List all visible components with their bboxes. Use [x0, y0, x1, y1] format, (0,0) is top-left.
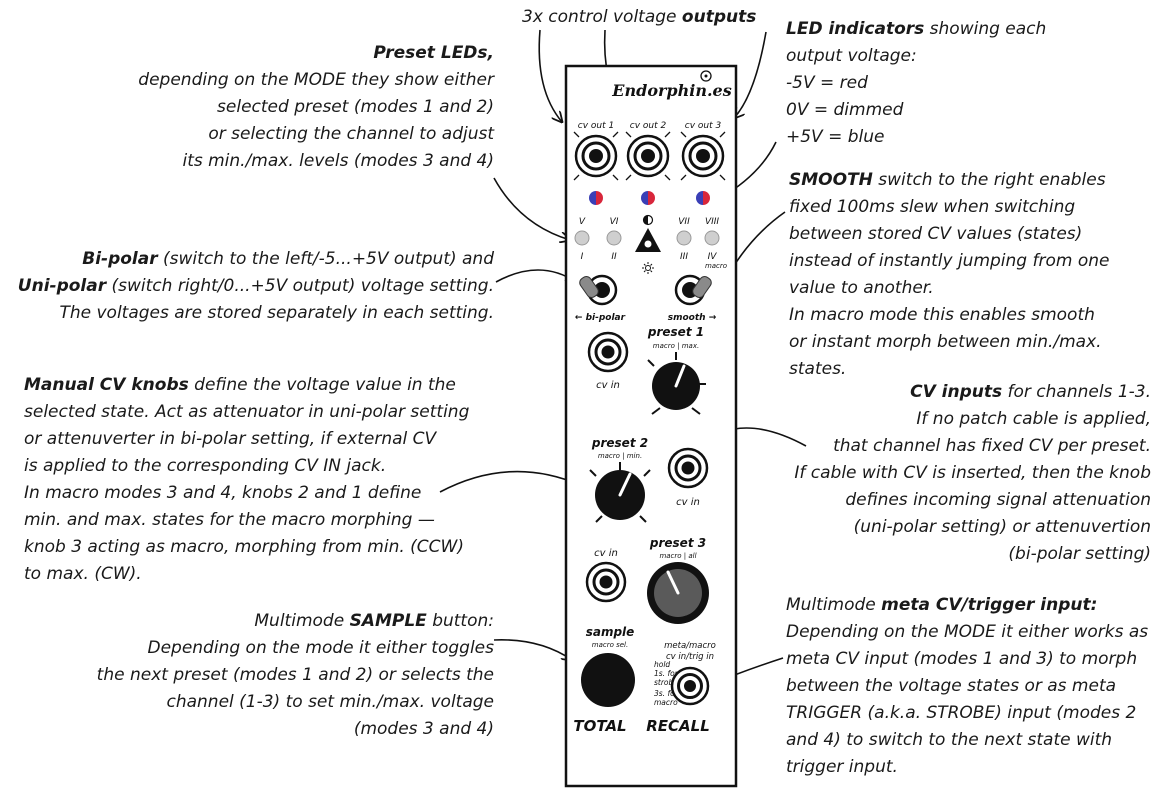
cv-in-3-label: cv in [594, 548, 618, 559]
arrow-to-cv-out-1 [538, 29, 562, 122]
meta-input-label-2: cv in/trig in [666, 652, 714, 662]
cv-out-2-led-indicator [641, 191, 655, 205]
recall-label: RECALL [646, 717, 710, 735]
preset-led-3 [676, 230, 692, 246]
preset-led-1 [574, 230, 590, 246]
cv-in-1-jack[interactable] [587, 331, 629, 373]
sun-icon [642, 262, 654, 274]
macro-small-label: macro [705, 262, 727, 270]
cv-out-1-jack[interactable] [574, 134, 618, 178]
preset-led-2 [606, 230, 622, 246]
sample-sublabel: macro sel. [592, 641, 628, 649]
led-indicators-annotation: LED indicators showing each output volta… [786, 19, 1047, 147]
preset-led-ii-label: II [611, 252, 617, 262]
cv-in-2-jack[interactable] [667, 447, 709, 489]
brand-emblem-icon [700, 70, 712, 82]
cv-inputs-annotation: CV inputs for channels 1-3. If no patch … [794, 382, 1151, 564]
preset-3-knob[interactable] [647, 562, 709, 624]
jack-tick-marks [573, 131, 726, 181]
svg-text:1s. for: 1s. for [654, 669, 679, 678]
half-moon-icon [642, 214, 654, 226]
preset-led-vi-label: VI [610, 217, 619, 227]
preset-led-iv-label: IV [708, 252, 718, 262]
mode-triangle-icon [635, 228, 661, 252]
preset-1-sublabel: macro | max. [653, 342, 699, 350]
arrow-to-preset-leds [493, 177, 570, 240]
cv-out-1-led-indicator [589, 191, 603, 205]
preset-led-viii-label: VIII [705, 217, 719, 227]
outputs-annotation: 3x control voltage outputs [522, 7, 757, 27]
cv-knobs-annotation: Manual CV knobs define the voltage value… [24, 375, 470, 584]
cv-in-3-jack[interactable] [585, 561, 627, 603]
cv-out-3-label: cv out 3 [685, 121, 722, 131]
bipolar-annotation: Bi-polar (switch to the left/-5...+5V ou… [17, 249, 494, 323]
sample-button[interactable] [581, 653, 635, 707]
svg-text:strobe: strobe [654, 678, 678, 687]
arrow-to-knob-2 [439, 470, 580, 493]
preset-2-sublabel: macro | min. [598, 452, 642, 460]
svg-text:hold: hold [654, 660, 670, 669]
cv-out-2-jack[interactable] [626, 134, 670, 178]
meta-input-annotation: Multimode meta CV/trigger input: Dependi… [786, 595, 1149, 777]
preset-3-sublabel: macro | all [659, 552, 696, 560]
hold-instructions: hold 1s. for strobe 3s. for macro [654, 660, 679, 707]
sample-title: sample [586, 625, 635, 639]
preset-led-i-label: I [581, 252, 584, 262]
preset-3-title: preset 3 [649, 536, 706, 550]
preset-led-vii-label: VII [678, 217, 690, 227]
preset-1-title: preset 1 [647, 325, 704, 339]
preset-1-knob[interactable] [647, 352, 706, 415]
arrow-to-cv-out-3 [734, 31, 767, 118]
svg-text:macro: macro [654, 698, 678, 707]
cv-out-2-label: cv out 2 [630, 121, 667, 131]
preset-leds-annotation: Preset LEDs, depending on the MODE they … [138, 43, 494, 171]
smooth-label: smooth → [668, 313, 717, 323]
preset-led-v-label: V [579, 217, 586, 227]
cv-out-1-label: cv out 1 [578, 121, 614, 131]
meta-cv-trigger-jack[interactable] [670, 666, 710, 706]
total-label: TOTAL [573, 717, 626, 735]
cv-out-3-jack[interactable] [681, 134, 725, 178]
meta-input-label-1: meta/macro [664, 641, 716, 651]
smooth-annotation: SMOOTH switch to the right enables fixed… [789, 170, 1110, 379]
svg-text:3s. for: 3s. for [654, 689, 679, 698]
preset-2-knob[interactable] [589, 462, 651, 523]
bipolar-label: ← bi-polar [575, 313, 626, 323]
cv-out-3-led-indicator [696, 191, 710, 205]
cv-in-1-label: cv in [596, 380, 620, 391]
preset-led-4 [704, 230, 720, 246]
bipolar-unipolar-switch[interactable] [578, 274, 618, 306]
sample-annotation: Multimode SAMPLE button: Depending on th… [96, 611, 494, 739]
preset-2-title: preset 2 [591, 436, 648, 450]
smooth-switch[interactable] [674, 274, 713, 306]
cv-in-2-label: cv in [676, 497, 700, 508]
brand-logo: Endorphin.es [611, 81, 731, 100]
preset-led-iii-label: III [680, 252, 688, 262]
